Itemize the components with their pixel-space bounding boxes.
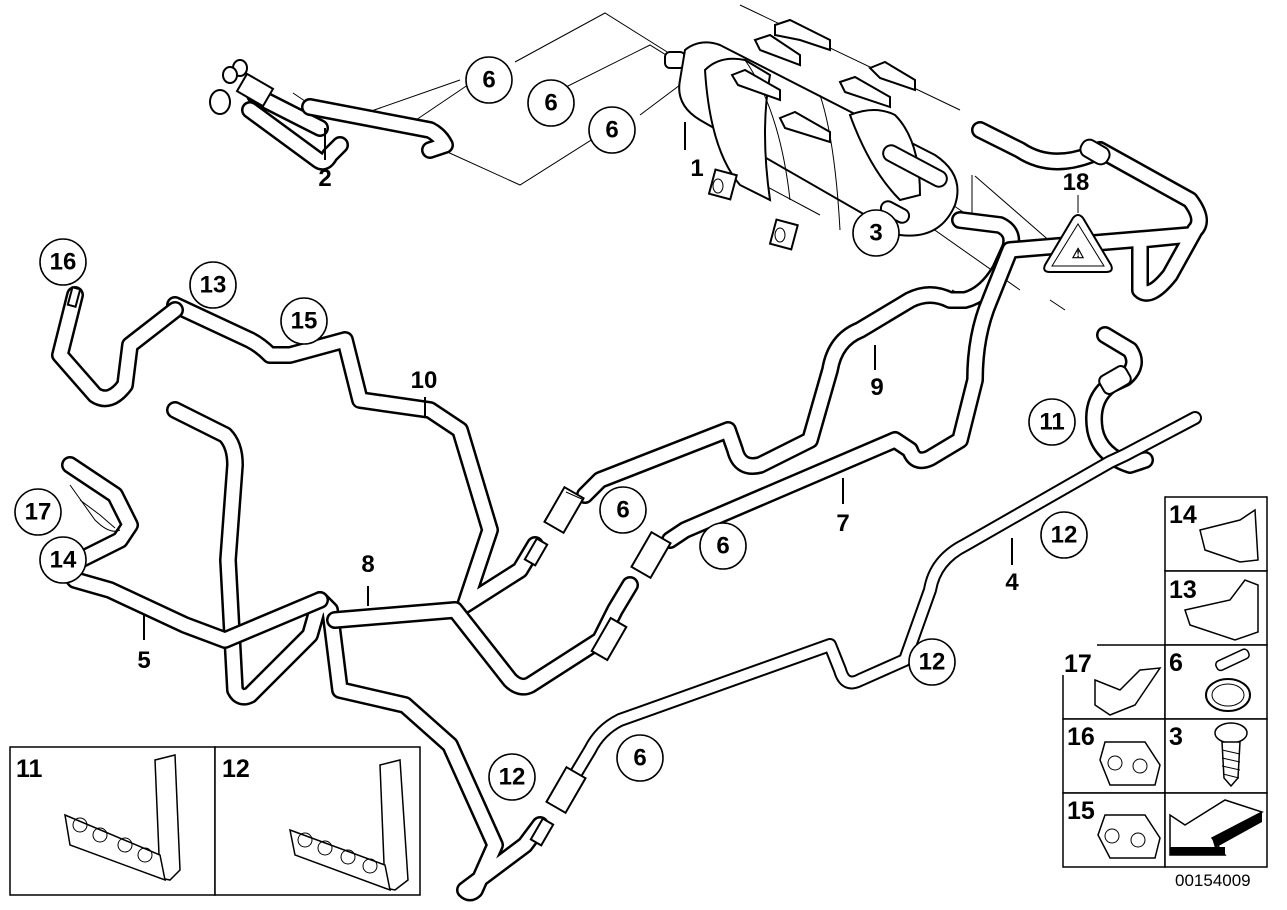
callout-3-text: 3 (869, 220, 882, 247)
callout-12b[interactable]: 12 (908, 638, 956, 686)
inset-box-arrow[interactable] (1164, 792, 1268, 868)
callout-13-text: 13 (200, 272, 227, 299)
callout-16-text: 16 (50, 249, 77, 276)
inset-box-13[interactable]: 13 (1164, 570, 1268, 646)
inset-box-14-label: 14 (1169, 501, 1197, 529)
hose-7[interactable] (630, 121, 1208, 580)
inset-box-15[interactable]: 15 (1062, 792, 1166, 868)
inset-box-6[interactable]: 6 (1164, 644, 1268, 720)
clip-holder-14-icon (1199, 508, 1259, 563)
document-number: 00154009 (1175, 871, 1251, 890)
callout-6f[interactable]: 6 (616, 734, 664, 782)
inset-box-16[interactable]: 16 (1062, 718, 1166, 794)
callout-3[interactable]: 3 (852, 209, 900, 257)
inset-box-15-label: 15 (1067, 797, 1095, 825)
callout-13[interactable]: 13 (189, 261, 237, 309)
callout-6b[interactable]: 6 (527, 79, 575, 127)
screw-icon (1214, 722, 1248, 788)
bracket-12-icon (289, 759, 409, 892)
callout-6e[interactable]: 6 (699, 522, 747, 570)
label-9: 9 (870, 374, 883, 401)
label-2: 2 (318, 165, 331, 192)
callout-12c-text: 12 (499, 764, 526, 791)
callout-17[interactable]: 17 (14, 488, 62, 536)
label-5: 5 (137, 647, 150, 674)
inset-box-6-label: 6 (1169, 649, 1183, 677)
warning-glyph-icon: ⚠ (1072, 245, 1085, 261)
callout-15-text: 15 (291, 308, 318, 335)
hose-13[interactable] (51, 286, 184, 408)
callout-16[interactable]: 16 (39, 238, 87, 286)
hose-11-segment[interactable] (1085, 326, 1154, 474)
hose-clamp-icon (1205, 648, 1251, 712)
callout-17-text: 17 (25, 499, 52, 526)
inset-box-17-label: 17 (1064, 650, 1092, 678)
callout-6f-text: 6 (633, 745, 646, 772)
callout-12c[interactable]: 12 (488, 753, 536, 801)
callout-11-text: 11 (1039, 409, 1064, 436)
hose-4[interactable] (545, 411, 1202, 815)
hose-5[interactable] (61, 456, 329, 649)
double-clip-16-icon (1099, 741, 1161, 786)
direction-arrow-icon (1169, 799, 1264, 856)
inset-box-11-label: 11 (16, 755, 43, 783)
inset-box-17[interactable]: 17 (1062, 644, 1166, 720)
callout-6e-text: 6 (716, 533, 729, 560)
bracket-11-icon (64, 754, 181, 882)
hose-10[interactable] (166, 296, 549, 614)
inset-box-3-label: 3 (1169, 723, 1183, 751)
callout-11[interactable]: 11 (1028, 398, 1076, 446)
label-1: 1 (690, 155, 703, 182)
inset-box-12-label: 12 (222, 755, 250, 783)
inset-box-12[interactable]: 12 (214, 746, 421, 896)
callout-6c-text: 6 (605, 117, 618, 144)
callout-12a-text: 12 (1051, 522, 1078, 549)
clip-17-icon (1094, 667, 1162, 716)
inset-box-11[interactable]: 11 (9, 746, 216, 896)
callout-6c[interactable]: 6 (588, 106, 636, 154)
part-1-pump[interactable] (664, 18, 959, 251)
callout-14[interactable]: 14 (39, 536, 87, 584)
callout-6a-text: 6 (482, 67, 495, 94)
callout-6d[interactable]: 6 (599, 486, 647, 534)
inset-grid-right: 14 13 17 6 16 (1062, 496, 1268, 868)
hose-8[interactable] (166, 401, 639, 902)
label-4: 4 (1005, 569, 1019, 596)
double-clip-15-icon (1097, 814, 1161, 859)
clip-holder-13-icon (1184, 579, 1259, 641)
part-2-t-pipe[interactable] (209, 59, 454, 171)
inset-box-13-label: 13 (1169, 576, 1197, 604)
label-18: 18 (1063, 169, 1090, 196)
inset-box-16-label: 16 (1067, 723, 1095, 751)
callout-6b-text: 6 (544, 90, 557, 117)
callout-6a[interactable]: 6 (465, 56, 513, 104)
warning-triangle-18[interactable]: ⚠ (1043, 214, 1113, 273)
label-8: 8 (361, 551, 374, 578)
label-10: 10 (411, 367, 438, 394)
leader-lines-top (292, 4, 1066, 311)
callout-12a[interactable]: 12 (1040, 511, 1088, 559)
inset-box-14[interactable]: 14 (1164, 496, 1268, 572)
callout-15[interactable]: 15 (280, 297, 328, 345)
callout-14-text: 14 (50, 547, 77, 574)
callout-6d-text: 6 (616, 497, 629, 524)
label-7: 7 (836, 510, 849, 537)
inset-box-3[interactable]: 3 (1164, 718, 1268, 794)
callout-12b-text: 12 (919, 649, 946, 676)
